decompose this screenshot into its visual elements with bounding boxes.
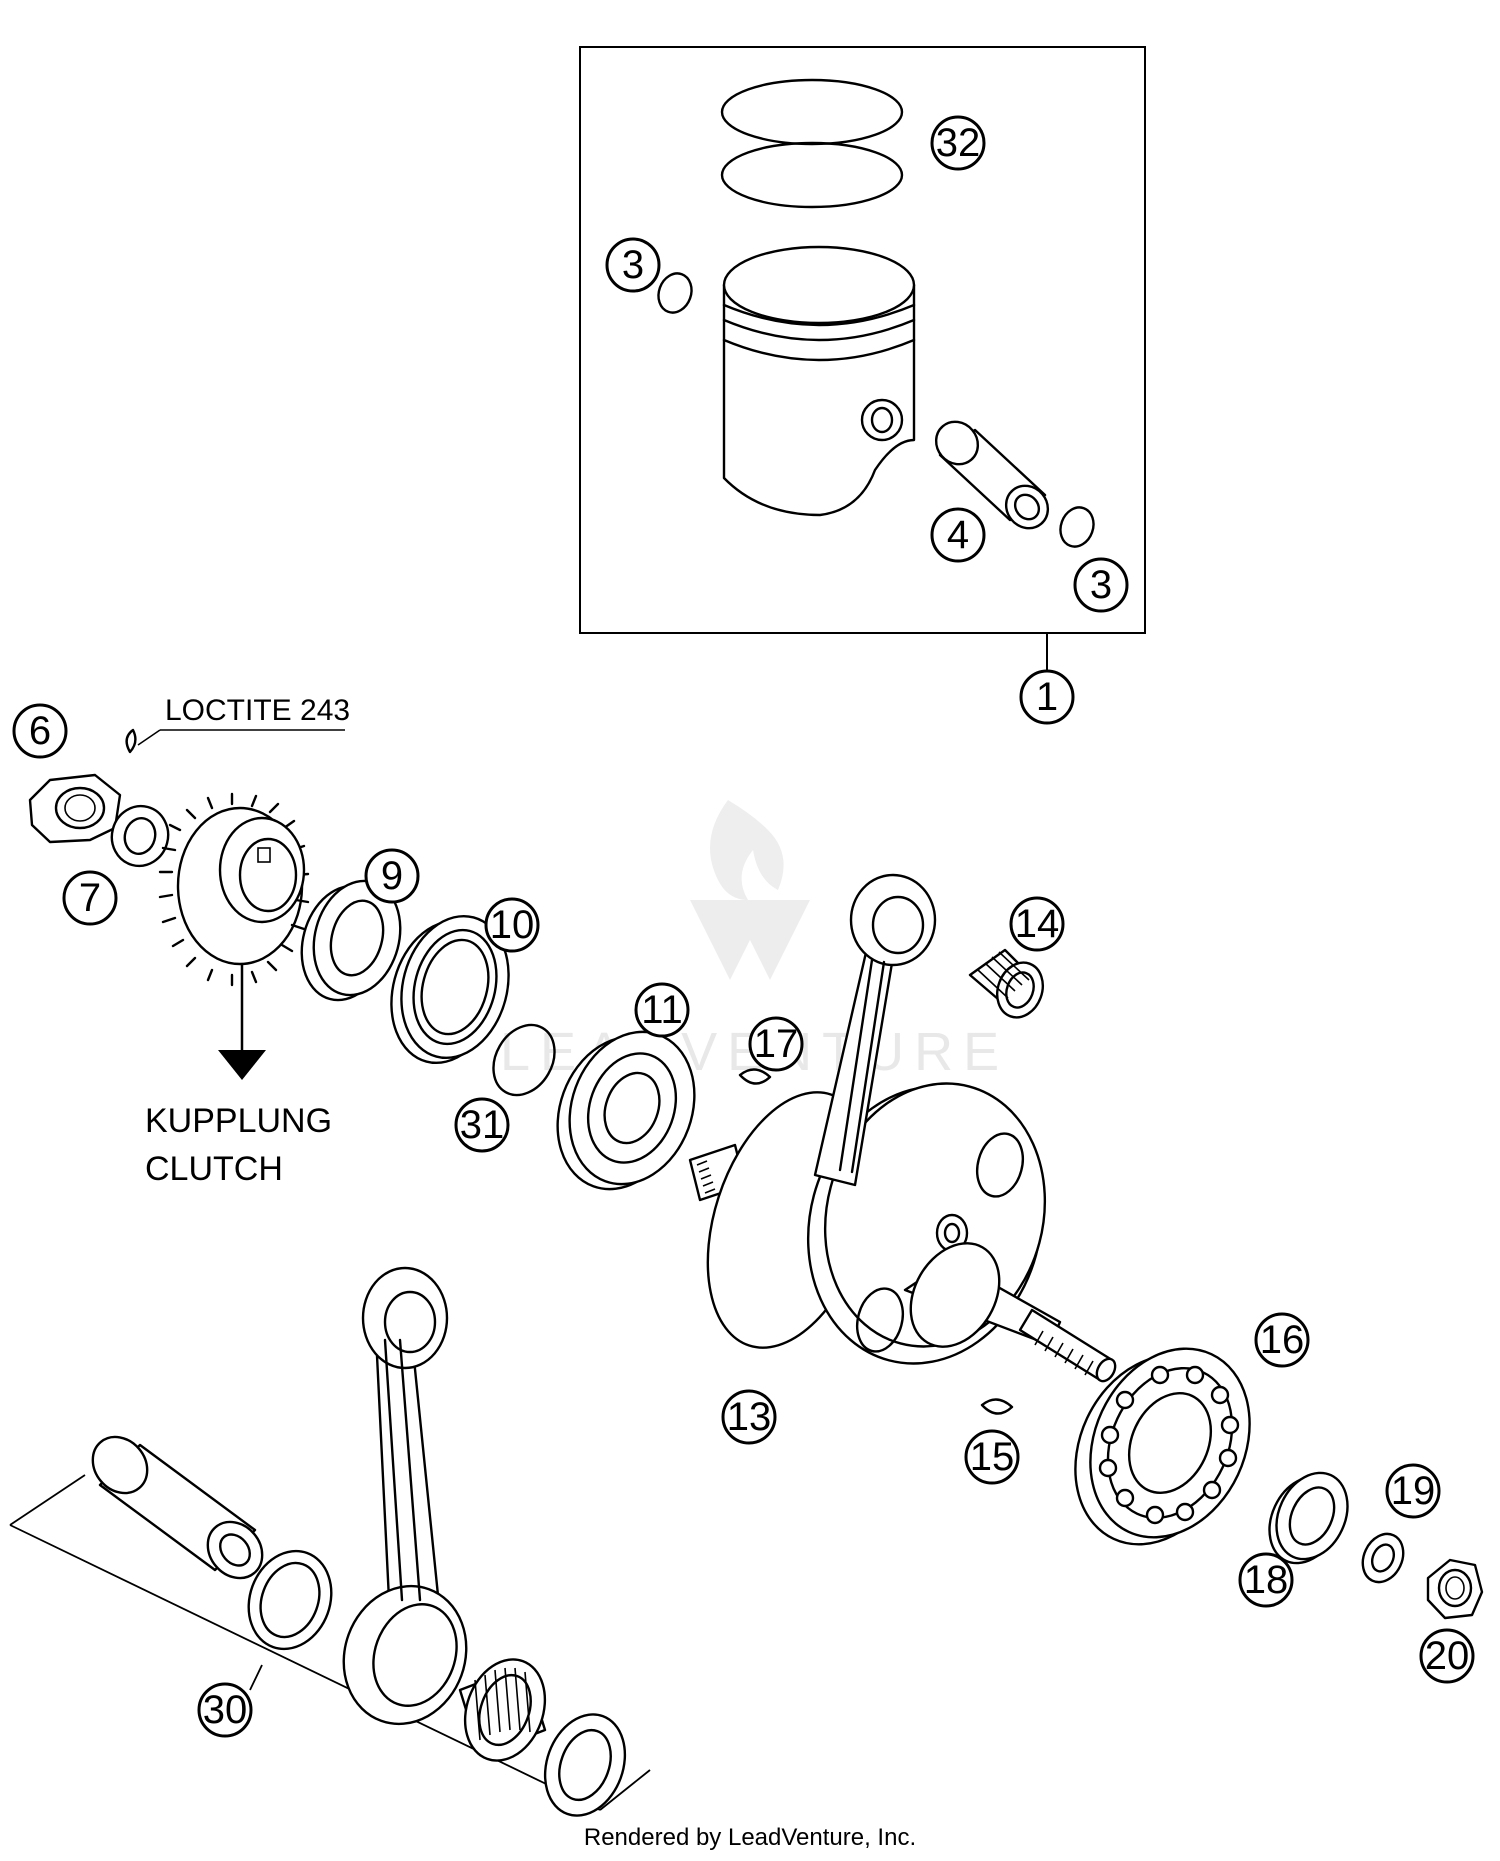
needle-bearing-small-end xyxy=(968,948,1044,1019)
svg-text:32: 32 xyxy=(936,121,981,165)
svg-text:7: 7 xyxy=(79,876,101,920)
callout-9: 9 xyxy=(364,848,420,904)
crank-spacer xyxy=(1268,1471,1349,1565)
conrod-kit-pin xyxy=(91,1435,264,1580)
clutch-label: CLUTCH xyxy=(145,1150,283,1188)
svg-text:14: 14 xyxy=(1015,902,1060,946)
svg-text:13: 13 xyxy=(727,1395,772,1439)
callout-3-bottom: 3 xyxy=(1073,557,1129,613)
svg-text:16: 16 xyxy=(1260,1318,1305,1362)
callout-4: 4 xyxy=(930,507,986,563)
circlip-right xyxy=(1059,506,1095,548)
svg-text:9: 9 xyxy=(381,854,403,898)
crank-washer xyxy=(1361,1532,1405,1584)
main-bearing-right xyxy=(1074,1347,1251,1546)
svg-text:20: 20 xyxy=(1425,1634,1470,1678)
conrod-kit-bracket xyxy=(9,1474,651,1811)
piston-pin xyxy=(934,420,1050,530)
conrod-kit-washer-bottom xyxy=(543,1713,627,1817)
callout-10: 10 xyxy=(484,897,540,953)
woodruff-key-bottom xyxy=(980,1398,1014,1415)
callout-13: 13 xyxy=(721,1389,777,1445)
piston xyxy=(722,245,916,517)
callout-16: 16 xyxy=(1254,1312,1310,1368)
hex-nut xyxy=(28,773,122,844)
loctite-drop xyxy=(125,728,345,754)
conrod-kit-needle-bearing xyxy=(458,1658,547,1762)
primary-gear xyxy=(158,792,310,987)
callout-7: 7 xyxy=(62,870,118,926)
lock-washer xyxy=(110,804,170,868)
svg-text:11: 11 xyxy=(641,988,683,1032)
svg-text:3: 3 xyxy=(1090,563,1112,607)
svg-text:30: 30 xyxy=(203,1688,248,1732)
callout-11: 11 xyxy=(634,982,690,1038)
svg-text:4: 4 xyxy=(947,513,969,557)
svg-text:18: 18 xyxy=(1244,1558,1289,1602)
kupplung-label: KUPPLUNG xyxy=(145,1102,332,1140)
shaft-seal xyxy=(390,914,510,1065)
callout-18: 18 xyxy=(1238,1552,1294,1608)
loctite-label: LOCTITE 243 xyxy=(165,694,350,727)
piston-rings xyxy=(720,78,904,209)
o-ring xyxy=(492,1023,556,1097)
callout-32: 32 xyxy=(930,115,986,171)
svg-text:1: 1 xyxy=(1036,675,1058,719)
callout-19: 19 xyxy=(1385,1463,1441,1519)
spacer-ring xyxy=(300,879,402,1002)
callout-1: 1 xyxy=(1019,669,1075,725)
svg-text:10: 10 xyxy=(490,903,535,947)
callout-30: 30 xyxy=(197,1682,253,1738)
woodruff-key-top xyxy=(738,1068,772,1085)
circlip-left xyxy=(657,272,693,314)
main-bearing-left xyxy=(556,1030,696,1191)
svg-text:17: 17 xyxy=(754,1022,799,1066)
callout-14: 14 xyxy=(1009,896,1065,952)
piston-kit-box xyxy=(579,46,1146,634)
callout-6: 6 xyxy=(12,703,68,759)
conrod-kit-rod xyxy=(342,1266,468,1726)
callout-20: 20 xyxy=(1419,1628,1475,1684)
conrod-kit-washer-top xyxy=(247,1549,333,1651)
crank-nut xyxy=(1426,1558,1484,1620)
callout-17: 17 xyxy=(748,1016,804,1072)
svg-text:31: 31 xyxy=(460,1103,505,1147)
crankshaft xyxy=(688,873,1117,1383)
clutch-arrow xyxy=(218,965,266,1080)
svg-text:15: 15 xyxy=(970,1435,1015,1479)
callout-15: 15 xyxy=(964,1429,1020,1485)
svg-text:19: 19 xyxy=(1391,1469,1436,1513)
callout-3-top: 3 xyxy=(605,237,661,293)
callout-31: 31 xyxy=(454,1097,510,1153)
footer-credit: Rendered by LeadVenture, Inc. xyxy=(583,1824,917,1851)
svg-text:6: 6 xyxy=(29,709,51,753)
svg-text:3: 3 xyxy=(622,243,644,287)
